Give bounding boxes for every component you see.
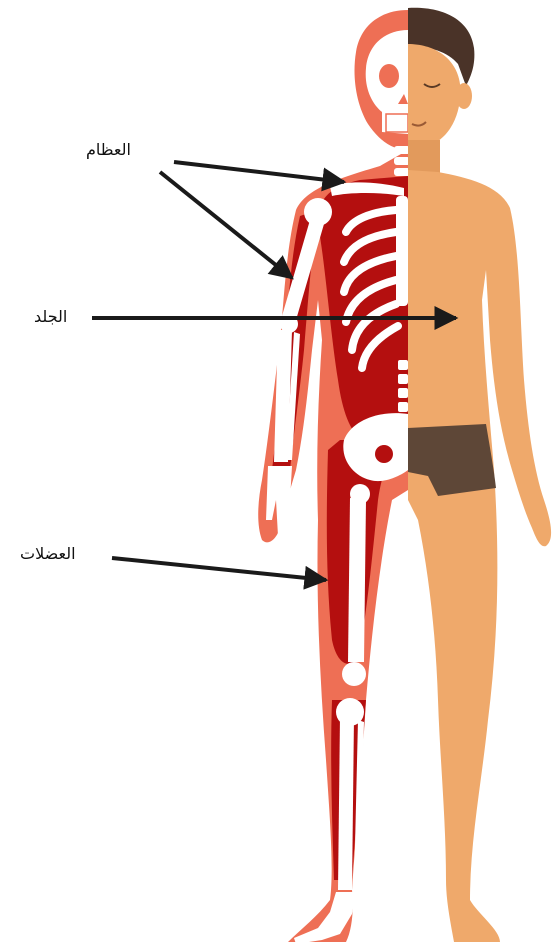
label-muscles: العضلات <box>20 544 76 563</box>
label-bones: العظام <box>86 140 131 159</box>
teeth <box>386 114 408 132</box>
label-skin: الجلد <box>34 307 67 326</box>
patella <box>342 662 366 686</box>
eye-socket <box>379 64 399 88</box>
arrow-bones-collarbone <box>174 162 344 182</box>
arrow-bones-humerus <box>160 172 292 278</box>
muscle-skeleton-half <box>258 10 410 944</box>
skin-half <box>408 8 551 942</box>
ear <box>456 83 472 109</box>
skin-body <box>408 170 551 942</box>
femur <box>348 498 366 662</box>
tibia <box>338 716 354 890</box>
arrow-muscles <box>112 558 326 580</box>
face <box>408 44 460 150</box>
